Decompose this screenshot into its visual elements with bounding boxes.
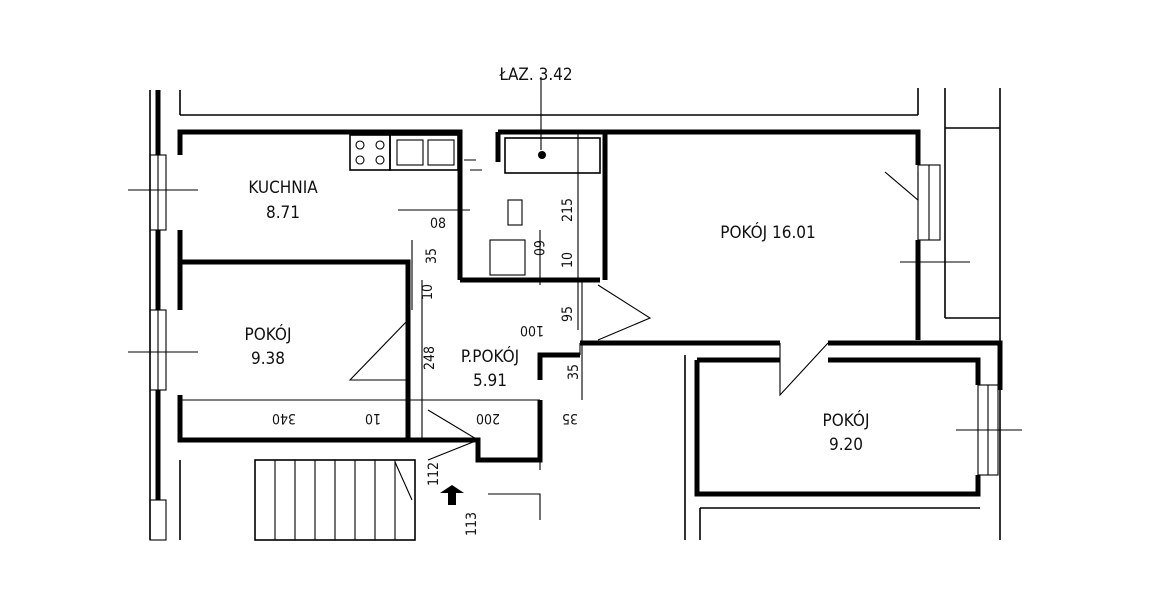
room-name-hall: P.POKÓJ: [461, 345, 519, 367]
dim-label: 10: [420, 284, 436, 300]
room-label-living: POKÓJ 16.01: [720, 221, 816, 243]
room-area-bedroom-right: 9.20: [829, 435, 863, 455]
dim-label: 95: [560, 306, 576, 322]
dimension-lines: [180, 77, 583, 470]
dim-label: 112: [426, 462, 442, 486]
exterior-lines: [149, 88, 1001, 540]
room-area-bedroom-left: 9.38: [251, 349, 285, 369]
windows: [128, 154, 1022, 541]
room-area-kitchen: 8.71: [266, 203, 300, 223]
dim-label: 215: [560, 198, 576, 222]
dim-label: 10: [365, 410, 381, 426]
doors: [348, 171, 919, 461]
dim-label: 60: [530, 240, 546, 256]
dim-label: 35: [562, 410, 578, 426]
room-area-hall: 5.91: [473, 371, 507, 391]
room-name-bedroom-left: POKÓJ: [245, 323, 292, 345]
dim-label: 340: [272, 410, 296, 426]
room-label-bathroom: ŁAZ. 3.42: [498, 65, 572, 85]
dim-label: 35: [424, 248, 440, 264]
walls: [155, 90, 1003, 500]
bathroom-fixtures: [464, 137, 601, 276]
kitchen-fixtures: [349, 134, 459, 171]
dim-label: 35: [566, 364, 582, 380]
stairs: [254, 459, 541, 541]
room-name-kitchen: KUCHNIA: [248, 178, 318, 198]
dim-label: 100: [520, 322, 544, 338]
dim-label: 10: [560, 252, 576, 268]
room-name-bedroom-right: POKÓJ: [823, 409, 870, 431]
dim-label: 200: [476, 410, 500, 426]
dim-label: 08: [430, 216, 446, 232]
dim-label: 248: [422, 346, 438, 370]
dim-label: 113: [464, 512, 480, 536]
